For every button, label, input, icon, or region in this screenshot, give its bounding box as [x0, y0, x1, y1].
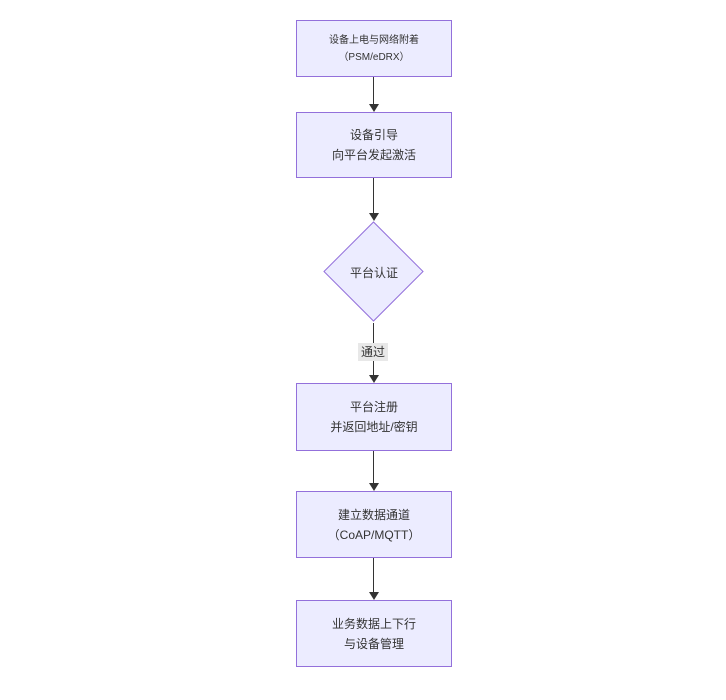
edge-line-e-f	[373, 558, 374, 593]
node-label-line: 设备引导	[349, 128, 398, 142]
node-label-line: 平台注册	[349, 400, 398, 414]
node-establish-data-channel: 建立数据通道 （CoAP/MQTT）	[296, 491, 452, 558]
node-label-line: 平台认证	[349, 265, 398, 280]
arrowhead-down-icon	[368, 213, 379, 221]
node-device-bootstrap: 设备引导 向平台发起激活	[296, 112, 452, 178]
arrowhead-down-icon	[368, 483, 379, 491]
arrowhead-down-icon	[368, 592, 379, 600]
node-label-line: （CoAP/MQTT）	[327, 527, 421, 542]
node-label-line: 与设备管理	[343, 636, 404, 651]
node-business-data-device-mgmt: 业务数据上下行 与设备管理	[296, 600, 452, 667]
node-platform-auth-decision: 平台认证	[323, 221, 425, 323]
node-label-line: 业务数据上下行	[331, 616, 416, 631]
node-label-line: 并返回地址/密钥	[330, 420, 418, 434]
arrowhead-down-icon	[368, 375, 379, 383]
node-label-line: （PSM/eDRX）	[338, 51, 410, 63]
edge-line-d-e	[373, 451, 374, 484]
node-power-on-network-attach: 设备上电与网络附着 （PSM/eDRX）	[296, 20, 452, 77]
node-label-line: 建立数据通道	[337, 507, 410, 522]
arrowhead-down-icon	[368, 104, 379, 112]
edge-line-b-c	[373, 178, 374, 214]
node-label-line: 设备上电与网络附着	[329, 34, 419, 46]
node-platform-register: 平台注册 并返回地址/密钥	[296, 383, 452, 451]
edge-line-a-b	[373, 77, 374, 105]
edge-label-pass: 通过	[357, 343, 389, 361]
node-label-line: 向平台发起激活	[331, 148, 416, 162]
